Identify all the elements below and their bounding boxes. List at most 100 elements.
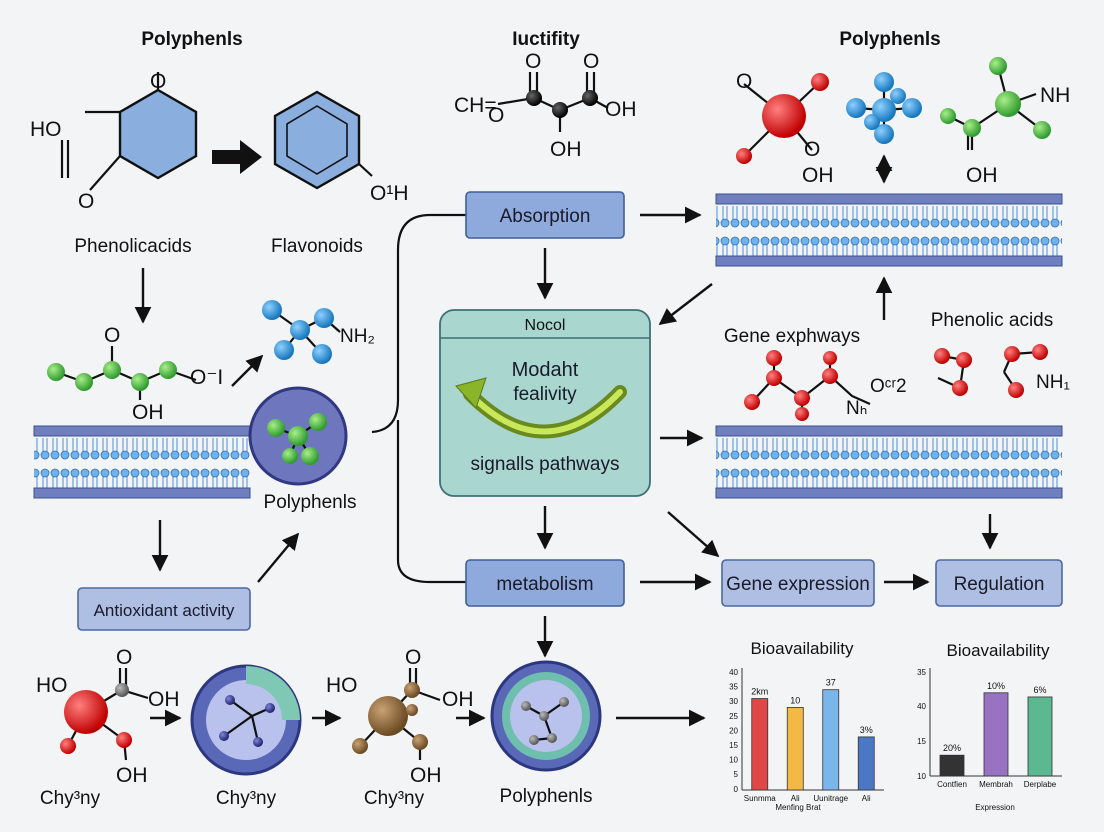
x-tick-label: Derplabe xyxy=(1024,780,1057,789)
green-chain-molecule: O OH O⁻I xyxy=(47,324,223,424)
atom-nh1: NH₁ xyxy=(1036,372,1070,393)
cell-membrane-mid-right xyxy=(715,425,1063,499)
bar xyxy=(857,736,875,791)
bar xyxy=(786,707,804,791)
atom-ho: HO xyxy=(326,674,358,697)
flavonoid-structure: O¹H xyxy=(273,90,409,205)
atom-o: O xyxy=(804,138,820,161)
blue-molecule: NH₂ xyxy=(262,300,375,364)
connector-line xyxy=(371,213,466,434)
atom-oh: OH xyxy=(116,764,148,787)
blue-cross-molecule xyxy=(846,72,922,144)
y-tick-label: 30 xyxy=(729,697,738,706)
atom-ho: HO xyxy=(36,674,68,697)
y-tick-label: 35 xyxy=(917,668,926,677)
bar-data-label: 10 xyxy=(790,695,800,705)
bar-data-label: 37 xyxy=(826,678,836,688)
atom-o-i: O⁻I xyxy=(190,366,223,389)
arrow-icon xyxy=(231,354,264,387)
atom-o: O xyxy=(78,190,94,213)
x-tick-label: Membrah xyxy=(979,780,1013,789)
atom-ocr2: Oᶜʳ2 xyxy=(870,376,907,397)
x-tick-label: Contfien xyxy=(937,780,967,789)
absorption-label: Absorption xyxy=(500,206,591,227)
arrow-icon xyxy=(667,511,720,558)
y-tick-label: 5 xyxy=(734,770,739,779)
metabolism-box: metabolism xyxy=(465,559,625,607)
nocol-box: Nocol Modaht fealivity signalls pathways xyxy=(439,309,651,497)
red-ring-molecule: NH₁ xyxy=(934,344,1070,398)
absorption-box: Absorption xyxy=(465,191,625,239)
cycle-arrow-icon xyxy=(455,377,487,409)
y-tick-label: 15 xyxy=(917,737,926,746)
bioavailability-chart-2: Bioavailability Expression 3540151020%Co… xyxy=(917,641,1062,812)
bottom-molecule-1: HO O OH OH xyxy=(36,646,180,787)
bar xyxy=(939,754,965,777)
connector-line xyxy=(396,420,466,584)
label-chy-2: Chy³ny xyxy=(216,788,277,809)
title-right: Polyphenls xyxy=(839,29,940,50)
bar-data-label: 3% xyxy=(860,725,873,735)
atom-nh: NH xyxy=(1040,84,1070,107)
metabolism-label: metabolism xyxy=(496,574,593,595)
atom-o: O xyxy=(736,70,752,93)
cell-membrane-left xyxy=(33,425,251,499)
atom-oh: OH xyxy=(132,401,164,424)
label-gene-pathways: Gene exphways xyxy=(724,326,860,347)
x-tick-label: Uunitrage xyxy=(813,794,848,803)
label-chy-3: Chy³ny xyxy=(364,788,425,809)
bar xyxy=(751,698,769,791)
atom-o: O xyxy=(104,324,120,347)
polyphenol-cell xyxy=(248,386,348,486)
gene-expression-label: Gene expression xyxy=(726,574,870,595)
bar xyxy=(983,692,1009,777)
red-molecule: O O OH xyxy=(736,70,834,187)
bar-data-label: 10% xyxy=(987,681,1005,691)
label-polyphenls-mid: Polyphenls xyxy=(264,492,357,513)
regulation-label: Regulation xyxy=(954,574,1045,595)
green-molecule: NH OH xyxy=(940,57,1070,187)
label-phenolic-acids-right: Phenolic acids xyxy=(931,310,1054,331)
label-polyphenls-bottom: Polyphenls xyxy=(500,786,593,807)
gene-expression-box: Gene expression xyxy=(721,559,875,607)
bar-data-label: 2km xyxy=(751,687,768,697)
label-flavonoids: Flavonoids xyxy=(271,236,363,257)
y-tick-label: 10 xyxy=(729,756,738,765)
y-tick-label: 35 xyxy=(729,683,738,692)
atom-o: O xyxy=(525,50,541,73)
atom-oh: OH xyxy=(966,164,998,187)
x-tick-label: Ali xyxy=(791,794,800,803)
bioavailability-chart-1: Bioavailability Menfing Brat 40353025201… xyxy=(729,639,884,812)
y-tick-label: 40 xyxy=(917,702,926,711)
chart-title: Bioavailability xyxy=(947,641,1050,660)
bottom-molecule-2: HO O OH OH xyxy=(326,646,474,787)
phenolic-acid-structure: O HO O xyxy=(30,70,198,213)
bar xyxy=(822,689,840,791)
x-tick-label: Ali xyxy=(862,794,871,803)
antioxidant-activity-box: Antioxidant activity xyxy=(77,587,251,631)
x-tick-label: Sunmma xyxy=(744,794,777,803)
y-tick-label: 20 xyxy=(729,726,738,735)
atom-oh: OH xyxy=(148,688,180,711)
bar-data-label: 20% xyxy=(943,743,961,753)
atom-oh: OH xyxy=(605,98,637,121)
atom-nh2: NH₂ xyxy=(340,326,375,347)
y-tick-label: 25 xyxy=(729,712,738,721)
title-center: Iuctifity xyxy=(512,29,580,50)
atom-oh: OH xyxy=(802,164,834,187)
atom-ho: HO xyxy=(30,118,62,141)
y-tick-label: 10 xyxy=(917,772,926,781)
chart-title: Bioavailability xyxy=(751,639,854,658)
arrow-icon xyxy=(212,140,262,174)
atom-oh: OH xyxy=(442,688,474,711)
bottom-cell-2 xyxy=(490,660,602,772)
regulation-box: Regulation xyxy=(935,559,1063,607)
red-chain-molecule: Nₕ Oᶜʳ2 xyxy=(744,350,907,421)
fealivity-label: fealivity xyxy=(513,384,577,405)
signals-pathways-label: signalls pathways xyxy=(471,454,620,475)
label-phenolic-acids: Phenolicacids xyxy=(74,236,191,257)
cell-membrane-top-right xyxy=(715,193,1063,267)
atom-o: O xyxy=(488,104,504,127)
